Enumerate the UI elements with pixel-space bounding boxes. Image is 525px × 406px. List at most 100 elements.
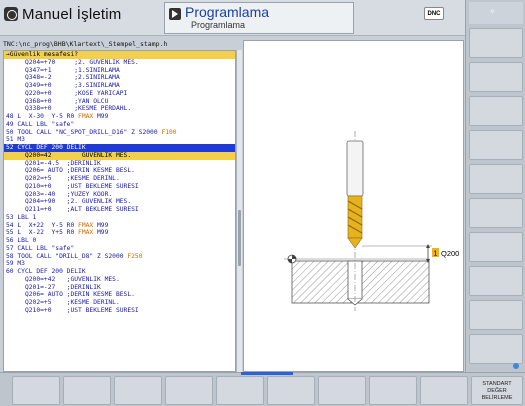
vertical-softkey-bar: ✧ [465,0,525,372]
program-line-tail: M99 [93,113,109,120]
softkey-4[interactable] [165,376,213,405]
vertical-softkey-top: ✧ [469,2,523,24]
program-line[interactable]: 49 CALL LBL "safe" [4,121,235,129]
softkey-scroll-indicator [513,363,519,369]
softkey-1[interactable] [12,376,60,405]
tool-shank [346,140,364,197]
vertical-softkey-3[interactable] [469,96,523,126]
vertical-softkey-8[interactable] [469,266,523,296]
program-line-text: Q200=42 [6,151,52,159]
programming-mode-title: Programlama [185,4,270,20]
program-line[interactable]: 59 M3 [4,260,235,268]
program-line[interactable]: 50 TOOL CALL "NC_SPOT_DRILL_D16" Z S2000… [4,129,235,137]
program-line-text: 48 L X-30 Y-5 R0 [6,113,79,120]
vertical-softkey-4[interactable] [469,130,523,160]
program-line[interactable]: Q368=+0 ;YAN OLCU [4,98,235,106]
program-line-text: Q211=+0 ;ALT BEKLEME SURESI [6,206,139,213]
standard-value-softkey[interactable]: STANDART DEĞER BELİRLEME [471,376,523,405]
programming-mode-icon [169,8,181,20]
program-line-text: 51 M3 [6,136,25,144]
softkey-2[interactable] [63,376,111,405]
program-listing[interactable]: →Güvenlik mesafesi? Q204=+70 ;2. GUVENLI… [3,50,236,372]
program-line[interactable]: Q201=-4.5 ;DERINLIK [4,160,235,168]
vertical-softkey-2[interactable] [469,62,523,92]
vertical-softkey-1[interactable] [469,28,523,58]
program-line[interactable]: Q203=-40 ;YUZEY KOOR. [4,191,235,199]
q200-badge [432,248,439,257]
program-line[interactable]: Q201=-27 ;DERINLIK [4,284,235,292]
program-line[interactable]: Q206= AUTO ;DERIN KESME BESL. [4,167,235,175]
program-line[interactable]: 52 CYCL DEF 200 DELIK [4,144,235,152]
machine-mode-tab[interactable]: Manuel İşletim [4,3,122,25]
program-line[interactable]: Q200=42 GUVENLIK MES. [4,151,235,160]
program-line-text: Q338=+0 ;KESME PERDAHL. [6,105,132,113]
program-line[interactable]: Q338=+0 ;KESME PERDAHL. [4,105,235,113]
program-line-text: Q210=+0 ;UST BEKLEME SURESI [6,182,139,190]
program-line[interactable]: 57 CALL LBL "safe" [4,245,235,253]
program-line-text: Q202=+5 ;KESME DERINL. [6,299,120,306]
softkey-6[interactable] [267,376,315,405]
feed-keyword: FMAX [78,221,94,229]
program-scrollbar[interactable] [236,50,242,372]
feed-keyword: FMAX [78,113,94,120]
program-line[interactable]: Q348=-2 ;2.SINIRLAMA [4,74,235,82]
feed-keyword: F250 [127,252,143,260]
softkey-9[interactable] [420,376,468,405]
vertical-softkey-9[interactable] [469,300,523,330]
vertical-softkey-10[interactable] [469,334,523,364]
program-line-text: 50 TOOL CALL "NC_SPOT_DRILL_D16" Z S2000 [6,128,162,136]
program-line-text: Q210=+0 ;UST BEKLEME SURESI [6,306,139,314]
program-line[interactable]: →Güvenlik mesafesi? [4,51,235,59]
programming-mode-subtitle: Programlama [191,20,246,30]
program-line[interactable]: Q204=+90 ;2. GUVENLIK MES. [4,198,235,206]
program-line-text: 59 M3 [6,260,25,268]
softkey-3[interactable] [114,376,162,405]
program-line[interactable]: 60 CYCL DEF 200 DELIK [4,268,235,276]
program-line-text: Q347=+1 ;1.SINIRLAMA [6,66,120,74]
program-scrollbar-thumb[interactable] [238,210,241,266]
header-bar: Manuel İşletim Programlama Programlama D… [0,0,465,36]
vertical-softkey-7[interactable] [469,232,523,262]
program-line[interactable]: Q202=+5 ;KESME DERINL. [4,299,235,307]
program-line-text: 54 L X+22 Y-5 R0 [6,221,79,229]
program-line[interactable]: 54 L X+22 Y-5 R0 FMAX M99 [4,222,235,230]
program-line-tail: M99 [93,229,109,237]
softkey-8[interactable] [369,376,417,405]
program-line[interactable]: 53 LBL 1 [4,214,235,222]
program-line-text: 58 TOOL CALL "DRILL_D8" Z S2000 [6,252,128,260]
program-line[interactable]: Q211=+0 ;ALT BEKLEME SURESI [4,206,235,214]
program-line[interactable]: Q202=+5 ;KESME DERINL. [4,175,235,183]
program-line[interactable]: Q349=+0 ;3.SINIRLAMA [4,82,235,90]
program-line-text: Q348=-2 ;2.SINIRLAMA [6,74,120,82]
softkey-5[interactable] [216,376,264,405]
program-line-text: Q201=-27 ;DERINLIK [6,283,101,291]
q200-label: Q200 [441,249,459,258]
horizontal-softkey-bar: STANDART DEĞER BELİRLEME [0,372,525,406]
drill-cycle-diagram: 1 Q200 [284,131,459,311]
program-line[interactable]: Q200=+42 ;GUVENLIK MES. [4,276,235,284]
vertical-softkey-5[interactable] [469,164,523,194]
program-line[interactable]: Q220=+0 ;KOSE YARICAPI [4,90,235,98]
program-line-text: Q206= AUTO ;DERIN KESME BESL. [6,291,135,299]
program-line[interactable]: Q210=+0 ;UST BEKLEME SURESI [4,307,235,315]
vertical-softkey-6[interactable] [469,198,523,228]
program-line[interactable]: 48 L X-30 Y-5 R0 FMAX M99 [4,113,235,121]
programming-mode-tab[interactable]: Programlama Programlama [164,2,354,34]
program-line-text: Q204=+90 ;2. GUVENLIK MES. [6,198,132,206]
program-line-text: Q204=+70 ;2. GUVENLIK MES. [6,58,139,66]
edit-cursor [51,151,56,159]
program-line-text: Q220=+0 ;KOSE YARICAPI [6,89,128,97]
program-line-text: Q202=+5 ;KESME DERINL. [6,175,120,182]
program-line[interactable]: 56 LBL 0 [4,237,235,245]
feed-keyword: FMAX [78,229,94,237]
program-line[interactable]: 51 M3 [4,136,235,144]
program-line[interactable]: 55 L X-22 Y+5 R0 FMAX M99 [4,229,235,237]
program-line[interactable]: Q206= AUTO ;DERIN KESME BESL. [4,291,235,299]
softkey-7[interactable] [318,376,366,405]
program-line[interactable]: Q347=+1 ;1.SINIRLAMA [4,67,235,75]
standard-value-label-3: BELİRLEME [481,395,513,401]
program-line[interactable]: Q210=+0 ;UST BEKLEME SURESI [4,183,235,191]
standard-value-label-1: STANDART [482,381,512,387]
program-line[interactable]: Q204=+70 ;2. GUVENLIK MES. [4,59,235,67]
program-line[interactable]: 58 TOOL CALL "DRILL_D8" Z S2000 F250 [4,253,235,261]
